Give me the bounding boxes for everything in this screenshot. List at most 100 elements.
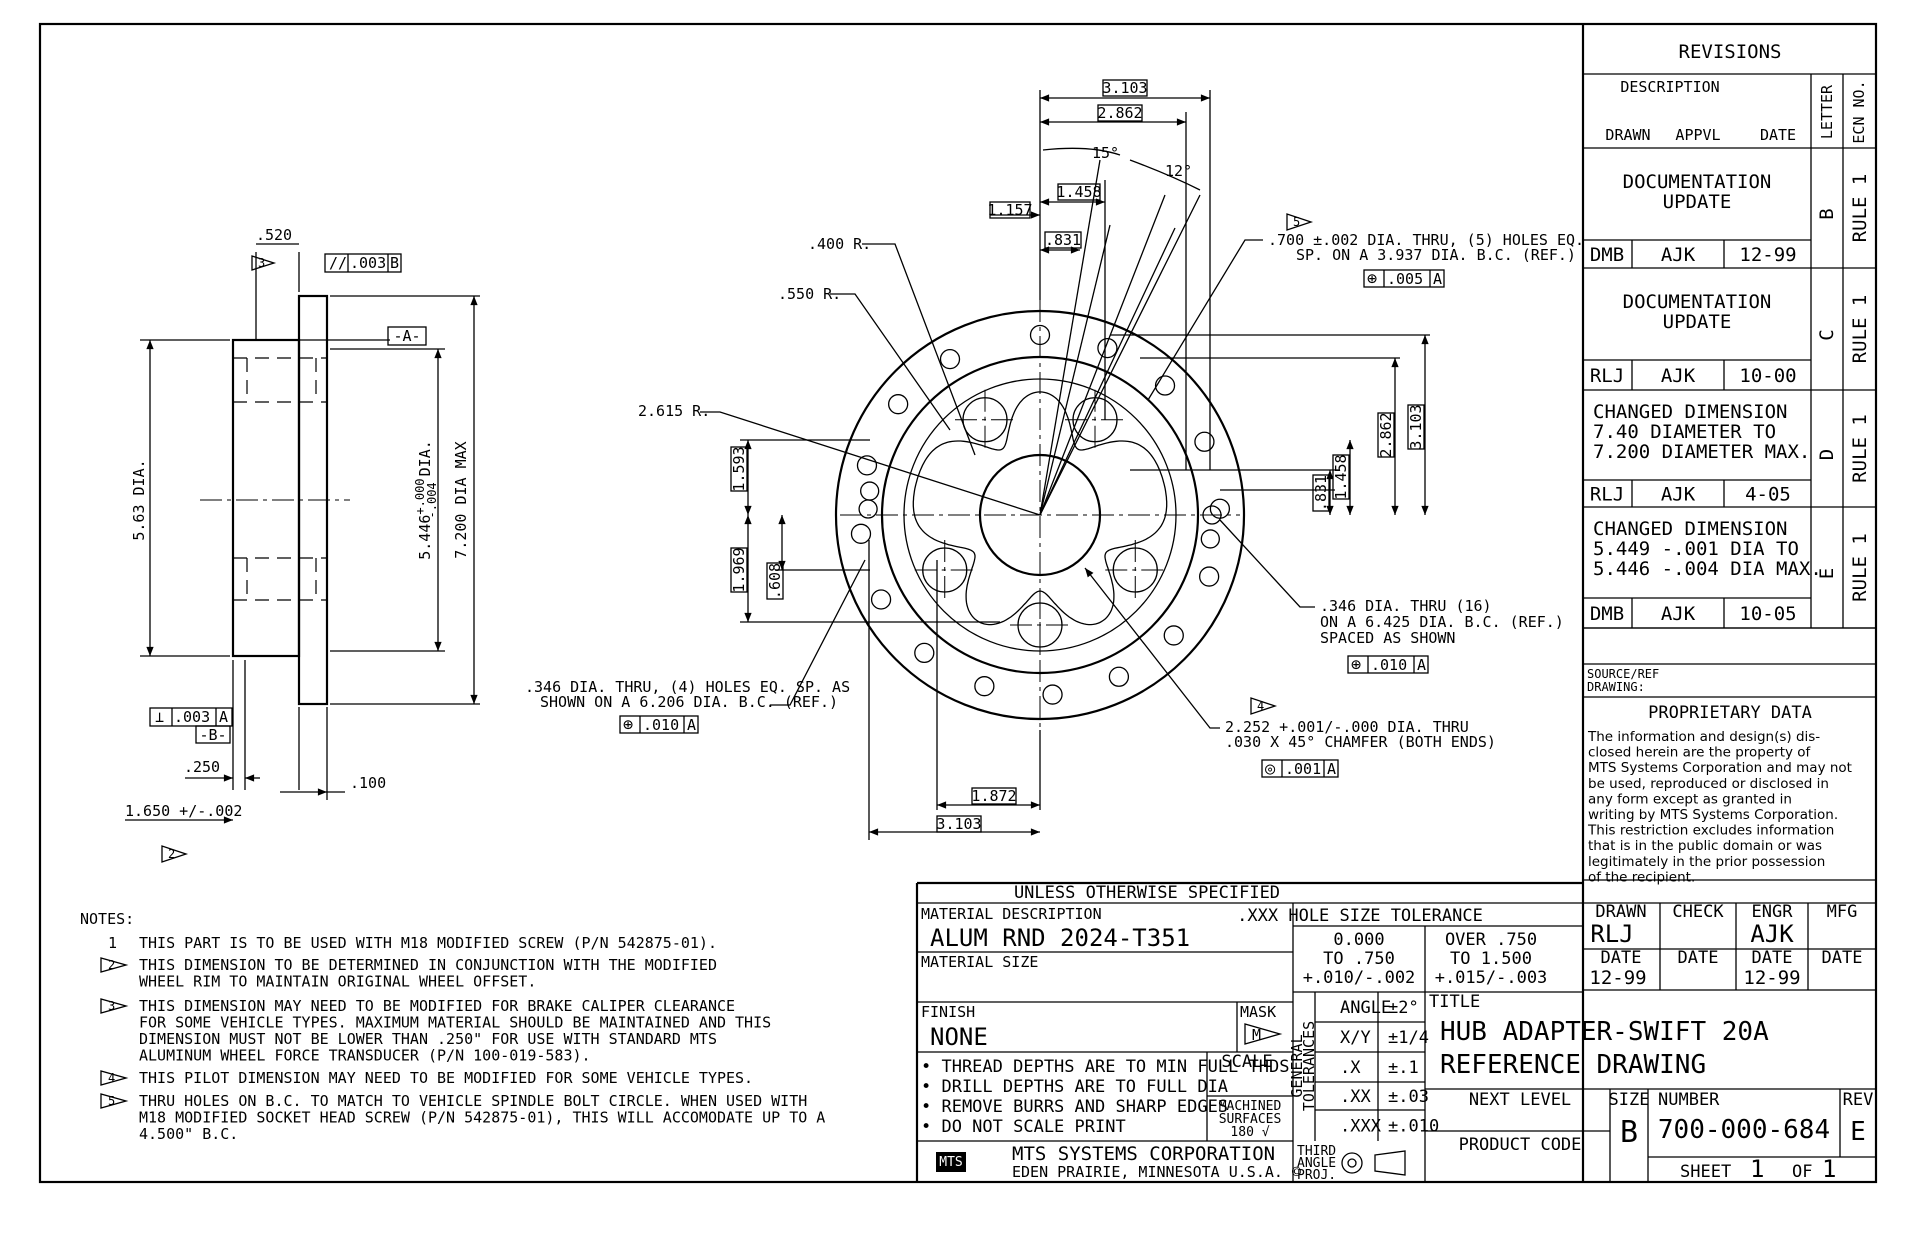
fcf-2252-value: .001 [1285, 760, 1321, 778]
material-desc: ALUM RND 2024-T351 [930, 924, 1190, 952]
drawing-number: 700-000-684 [1658, 1115, 1830, 1145]
bolt-hole-outer [1154, 375, 1176, 396]
bolt-hole-outer [1163, 625, 1184, 646]
proprietary-line: legitimately in the prior possession [1588, 854, 1825, 870]
rev-desc-line: CHANGED DIMENSION [1593, 401, 1787, 423]
dim-7-200-dia-max: 7.200 DIA MAX [452, 441, 470, 558]
dim-100: .100 [350, 774, 386, 792]
tolerance-value: ±.1 [1388, 1058, 1419, 1078]
fcf-346a-value: .010 [1371, 656, 1407, 674]
drawing-title-2: REFERENCE DRAWING [1440, 1050, 1706, 1080]
rev-desc-line: 5.449 -.001 DIA TO [1593, 538, 1799, 560]
rev-drawn: DMB [1590, 603, 1624, 625]
note-346a-line2: ON A 6.425 DIA. B.C. (REF.) [1320, 613, 1564, 631]
rev-drawn: RLJ [1590, 484, 1624, 506]
rev-header-drawn: DRAWN [1605, 126, 1650, 144]
machined-3: 180 √ [1230, 1125, 1269, 1140]
engr-value: AJK [1750, 920, 1794, 948]
rev-appvl: AJK [1661, 244, 1696, 266]
date-label-mfg: DATE [1822, 948, 1863, 968]
rev-drawn: RLJ [1590, 365, 1624, 387]
note-346b-line1: .346 DIA. THRU, (4) HOLES EQ. SP. AS [525, 678, 850, 696]
rev-header-appvl: APPVL [1675, 126, 1720, 144]
dim-3-103-right: 3.103 [1407, 404, 1425, 449]
rev-appvl: AJK [1661, 603, 1696, 625]
note-line: DIMENSION MUST NOT BE LOWER THAN .250" F… [139, 1030, 717, 1048]
note-line: THIS DIMENSION MAY NEED TO BE MODIFIED F… [139, 997, 735, 1015]
dim-1-157: 1.157 [987, 201, 1032, 219]
material-desc-label: MATERIAL DESCRIPTION [921, 905, 1102, 923]
third-angle-2: ANGLE [1297, 1156, 1336, 1171]
drawing-border [38, 22, 1878, 1184]
dim-1-458-top: 1.458 [1056, 183, 1101, 201]
rev-desc-line: DOCUMENTATION [1623, 171, 1772, 193]
fcf-parallel-datum: B [390, 254, 399, 272]
note-line: THIS PILOT DIMENSION MAY NEED TO BE MODI… [139, 1069, 753, 1087]
proprietary-line: The information and design(s) dis- [1587, 729, 1820, 745]
mts-logo-text: MTS [939, 1155, 962, 1170]
hole-tol-a2: TO .750 [1323, 949, 1395, 969]
rev-ecn: RULE 1 [1849, 295, 1871, 364]
dim-12-deg: 12° [1165, 162, 1192, 180]
note-flag [100, 1093, 129, 1109]
bolt-hole-outer [870, 589, 892, 610]
rev-letter: D [1816, 449, 1838, 460]
note-2252-line2: .030 X 45° CHAMFER (BOTH ENDS) [1225, 733, 1496, 751]
rev-date: 12-99 [1739, 244, 1796, 266]
fcf-700-datum: A [1433, 270, 1442, 288]
mask-label: MASK [1240, 1003, 1276, 1021]
scale-label: SCALE [1221, 1052, 1272, 1072]
note-flag [100, 1070, 129, 1086]
check-label: CHECK [1672, 902, 1724, 922]
note-700-line1: .700 ±.002 DIA. THRU, (5) HOLES EQ. [1268, 231, 1584, 249]
mfg-label: MFG [1827, 902, 1858, 922]
hole-tol-b1: OVER .750 [1445, 930, 1537, 950]
dim-1-458-right: 1.458 [1332, 454, 1350, 499]
third-angle-3: PROJ. [1297, 1168, 1336, 1183]
drawn-label: DRAWN [1595, 902, 1646, 922]
bolt-hole-outer [888, 394, 909, 415]
concentricity-symbol: ◎ [1265, 759, 1276, 779]
rev-header-date: DATE [1760, 126, 1796, 144]
bolt-hole-outer [850, 523, 872, 544]
drawing-title-1: HUB ADAPTER-SWIFT 20A [1440, 1017, 1769, 1047]
rev-appvl: AJK [1661, 484, 1696, 506]
tolerance-key: .XXX [1340, 1117, 1382, 1137]
hole-tol-b2: TO 1.500 [1450, 949, 1532, 969]
general-label: GENERAL [1288, 1034, 1306, 1097]
mts-logo [936, 1152, 966, 1172]
datum-b: -B- [199, 726, 226, 744]
size-label: SIZE [1609, 1090, 1650, 1110]
note-flag [100, 957, 129, 973]
tolerance-key: .X [1340, 1058, 1361, 1078]
proprietary-line: that is in the public domain or was [1588, 838, 1822, 854]
note-line: THIS PART IS TO BE USED WITH M18 MODIFIE… [139, 934, 717, 952]
shop-note: • DRILL DEPTHS ARE TO FULL DIA [921, 1077, 1228, 1097]
rev-ecn: RULE 1 [1849, 414, 1871, 483]
title-block: UNLESS OTHERWISE SPECIFIED MATERIAL DESC… [915, 880, 1876, 1183]
datum-a: -A- [393, 327, 420, 345]
note-346a-line3: SPACED AS SHOWN [1320, 629, 1455, 647]
dim-831-top: .831 [1045, 231, 1081, 249]
tolerance-value: ±.03 [1388, 1087, 1429, 1107]
dim-1-969: 1.969 [730, 547, 748, 592]
next-level-label: NEXT LEVEL [1469, 1090, 1571, 1110]
note-flag [100, 998, 129, 1014]
sheet-label: SHEET [1680, 1162, 1731, 1182]
position-symbol: ⊕ [1351, 655, 1361, 675]
machined-1: MACHINED [1219, 1099, 1282, 1114]
rev-date: 10-00 [1739, 365, 1796, 387]
note-flag-3: 3 [258, 256, 265, 270]
rev-desc-line: 5.446 -.004 DIA MAX. [1593, 558, 1822, 580]
note-line: WHEEL RIM TO MAINTAIN ORIGINAL WHEEL OFF… [139, 973, 536, 991]
of-value: 1 [1822, 1155, 1836, 1183]
shop-note: • DO NOT SCALE PRINT [921, 1117, 1126, 1137]
leader-400-r: .400 R. [808, 235, 871, 253]
proprietary-line: This restriction excludes information [1587, 823, 1834, 839]
engr-label: ENGR [1752, 902, 1794, 922]
rev-ecn: RULE 1 [1849, 174, 1871, 243]
rev-drawn: DMB [1590, 244, 1624, 266]
hole-tol-a1: 0.000 [1333, 930, 1384, 950]
note-number: 5 [108, 1094, 115, 1108]
